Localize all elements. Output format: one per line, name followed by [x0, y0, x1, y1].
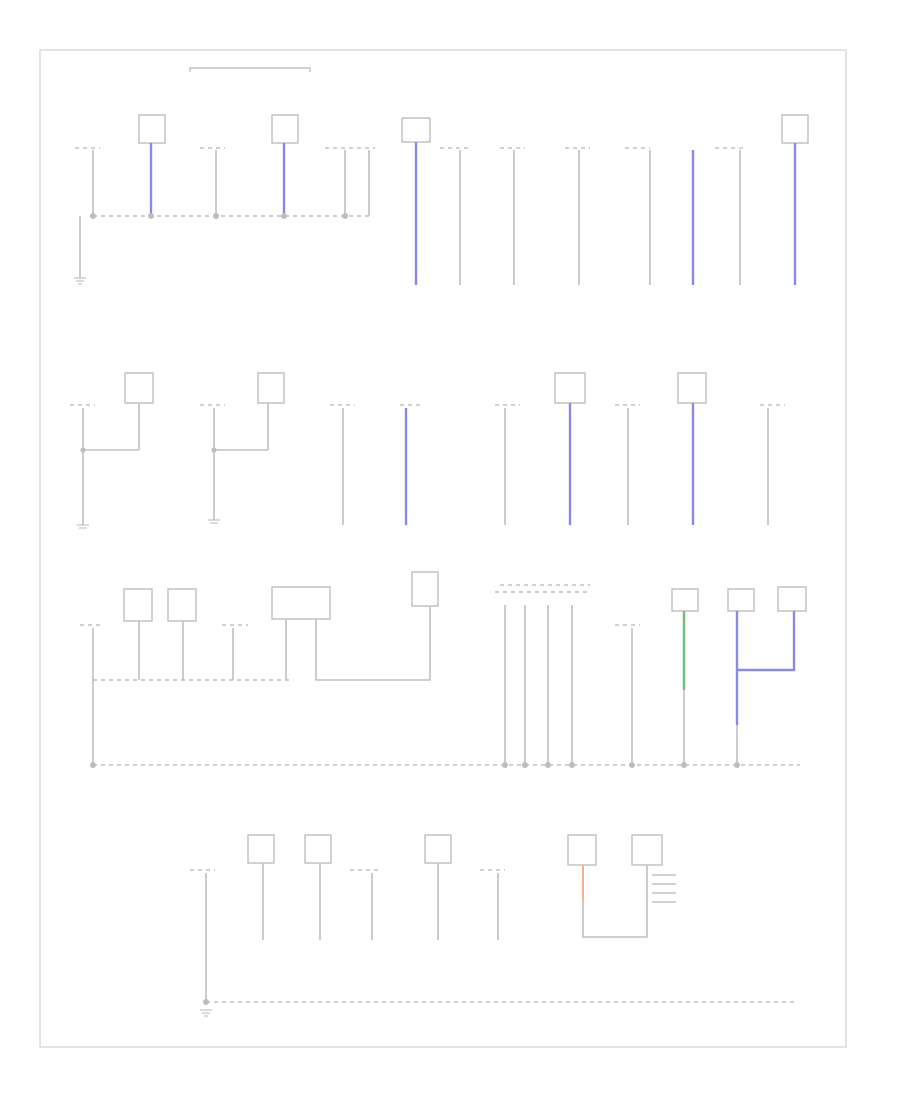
component-box [424, 834, 452, 864]
component-box [671, 588, 699, 612]
component-box [411, 571, 439, 607]
component-box [727, 588, 755, 612]
branch-wire [652, 874, 676, 903]
component-box [554, 372, 586, 404]
component-box [677, 372, 707, 404]
ground-symbol [200, 1009, 212, 1017]
splice-point [734, 762, 740, 768]
splice-point [629, 762, 635, 768]
row-4-components [190, 834, 795, 1017]
splice-point [148, 213, 154, 219]
splice-point [502, 762, 508, 768]
ground-symbol [208, 519, 220, 524]
ground-symbol [74, 277, 86, 285]
component-box [777, 586, 807, 612]
ground-wire [315, 606, 431, 681]
component-box [123, 588, 153, 622]
splice-point [203, 999, 209, 1005]
ground-symbol [77, 524, 89, 529]
splice-point [90, 762, 96, 768]
component-box [247, 834, 275, 864]
component-box [124, 372, 154, 404]
splice-point [545, 762, 551, 768]
connector-header [80, 584, 640, 626]
row-2-components [70, 372, 785, 529]
component-box [401, 117, 431, 143]
row-1-components [74, 67, 809, 285]
ground-wire [582, 865, 648, 938]
switch-group-bracket [189, 67, 311, 72]
splice-point [211, 447, 217, 453]
component-box [257, 372, 285, 404]
splice-point [213, 213, 219, 219]
component-box [271, 114, 299, 144]
component-box [631, 834, 663, 866]
component-box [781, 114, 809, 144]
component-box [138, 114, 166, 144]
splice-point [90, 213, 96, 219]
splice-point [522, 762, 528, 768]
splice-point [281, 213, 287, 219]
component-box [271, 586, 331, 620]
component-box [304, 834, 332, 864]
diagram-frame [39, 49, 847, 1048]
row-3-components [80, 571, 807, 768]
component-box [167, 588, 197, 622]
splice-point [681, 762, 687, 768]
ground-wire-blue [737, 611, 796, 672]
splice-point [80, 447, 86, 453]
splice-point [569, 762, 575, 768]
splice-point [342, 213, 348, 219]
component-box [567, 834, 597, 866]
